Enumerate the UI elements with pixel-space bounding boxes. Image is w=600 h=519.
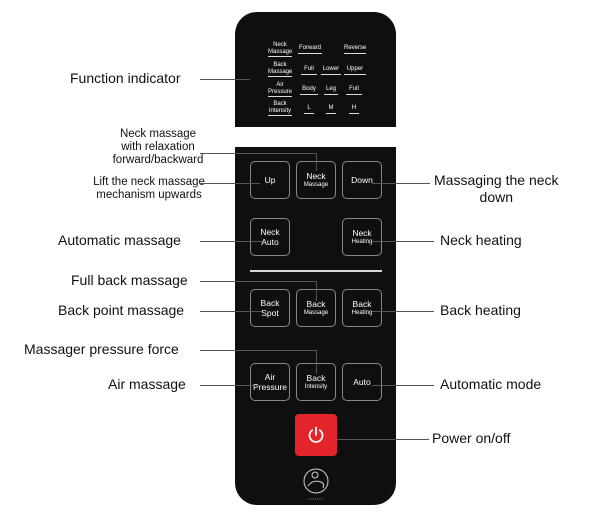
auto-button-label: Auto (353, 377, 371, 387)
back-spot-button[interactable]: Back Spot (250, 289, 290, 327)
air-pressure-label: Air (264, 372, 276, 382)
power-button[interactable] (295, 414, 337, 456)
neck-massage-sub-label: Massage (303, 182, 329, 188)
up-button-label: Up (264, 175, 276, 185)
neck-massage-label: Neck (306, 171, 326, 181)
neck-auto-label: Neck (260, 227, 280, 237)
back-spot-label: Back (260, 298, 280, 308)
neck-auto-label-2: Auto (261, 237, 279, 247)
indicator-air-pressure: Air Pressure (268, 82, 292, 97)
back-spot-label-2: Spot (261, 308, 279, 318)
leader-function-indicator (200, 79, 250, 80)
label-massaging-neck-line1: Massaging the neck (434, 172, 559, 188)
back-heating-sub-label: Heating (351, 310, 373, 316)
air-pressure-label-2: Pressure (252, 382, 287, 392)
indicator-neck-massage: Neck Massage (268, 42, 292, 57)
back-intensity-sub-label: Intensity (304, 384, 328, 390)
indicator-full-body: Full (346, 86, 362, 95)
neck-auto-button[interactable]: Neck Auto (250, 218, 290, 256)
label-back-point-massage: Back point massage (58, 302, 185, 318)
indicator-forward: Forward (298, 45, 322, 54)
indicator-body: Body (300, 86, 318, 95)
leader-automatic-massage (200, 241, 262, 242)
back-heating-label: Back (352, 299, 372, 309)
neck-massage-button[interactable]: Neck Massage (296, 161, 336, 199)
brand-logo-icon (303, 468, 329, 494)
leader-massager-pressure-v (316, 350, 317, 374)
up-button[interactable]: Up (250, 161, 290, 199)
label-lift-neck-line1: Lift the neck massage (93, 176, 205, 188)
neck-heating-button[interactable]: Neck Heating (342, 218, 382, 256)
down-button[interactable]: Down (342, 161, 382, 199)
label-massaging-neck-down: Massaging the neck down (434, 172, 559, 206)
leader-full-back-massage-v (316, 281, 317, 301)
indicator-leg: Leg (324, 86, 338, 95)
label-neck-relax: Neck massage with relaxation forward/bac… (88, 128, 228, 167)
indicator-medium: M (326, 105, 336, 114)
indicator-full: Full (301, 66, 317, 75)
leader-air-massage (200, 385, 262, 386)
label-air-massage: Air massage (108, 376, 186, 392)
leader-massager-pressure (200, 350, 317, 351)
leader-lift-neck (200, 183, 260, 184)
indicator-back-intensity: Back Intensity (268, 101, 292, 116)
leader-neck-relax-v (316, 153, 317, 171)
back-massage-label: Back (306, 299, 326, 309)
neck-heating-label: Neck (352, 228, 372, 238)
indicator-back-massage: Back Massage (268, 62, 292, 77)
label-automatic-massage: Automatic massage (58, 232, 181, 248)
label-function-indicator: Function indicator (70, 70, 181, 86)
indicator-high: H (349, 105, 359, 114)
leader-back-point-massage (200, 311, 262, 312)
label-neck-relax-line2: with relaxation (121, 141, 195, 153)
leader-back-heating (372, 311, 434, 312)
label-neck-relax-line1: Neck massage (119, 128, 197, 140)
label-massaging-neck-line2: down (479, 189, 513, 205)
leader-automatic-mode (372, 385, 434, 386)
indicator-upper: Upper (344, 66, 366, 75)
label-neck-heating: Neck heating (440, 232, 522, 248)
divider (250, 270, 382, 272)
label-back-heating: Back heating (440, 302, 521, 318)
neck-heating-sub-label: Heating (351, 239, 373, 245)
air-pressure-button[interactable]: Air Pressure (250, 363, 290, 401)
label-full-back-massage: Full back massage (71, 272, 188, 288)
auto-button[interactable]: Auto (342, 363, 382, 401)
back-heating-button[interactable]: Back Heating (342, 289, 382, 327)
power-icon (308, 426, 324, 443)
back-massage-sub-label: Massage (303, 310, 329, 316)
leader-neck-heating (372, 241, 434, 242)
label-massager-pressure: Massager pressure force (24, 341, 179, 357)
label-lift-neck: Lift the neck massage mechanism upwards (64, 176, 234, 202)
brand-mark: ••••••• (308, 497, 324, 501)
down-button-label: Down (351, 175, 373, 185)
label-automatic-mode: Automatic mode (440, 376, 542, 392)
function-indicator-panel (235, 12, 396, 127)
label-lift-neck-line2: mechanism upwards (96, 189, 202, 201)
leader-power (337, 439, 429, 440)
leader-full-back-massage (200, 281, 317, 282)
back-intensity-button[interactable]: Back Intensity (296, 363, 336, 401)
indicator-reverse: Reverse (344, 45, 366, 54)
leader-neck-relax (200, 153, 317, 154)
indicator-lower: Lower (321, 66, 341, 75)
label-power: Power on/off (432, 430, 511, 446)
leader-massaging-neck (372, 183, 430, 184)
indicator-low: L (304, 105, 314, 114)
label-neck-relax-line3: forward/backward (112, 154, 204, 166)
back-intensity-label: Back (306, 373, 326, 383)
